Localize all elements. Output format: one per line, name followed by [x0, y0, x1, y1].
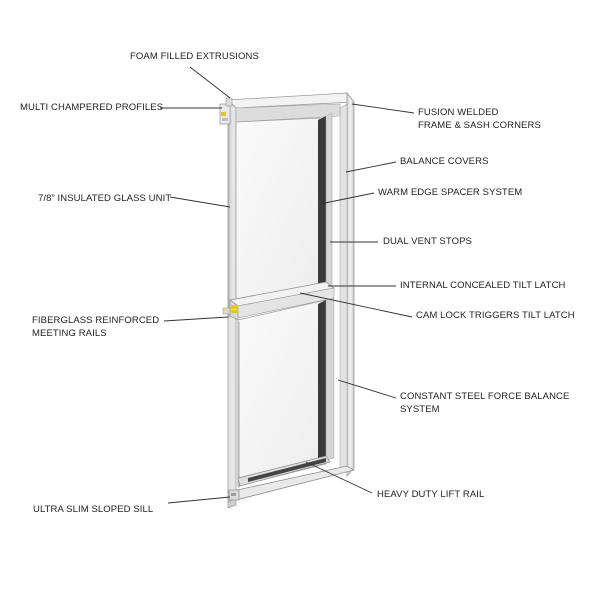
label-constant-force-line1: CONSTANT STEEL FORCE BALANCE: [400, 391, 570, 402]
sill-profile-detail: [228, 489, 240, 501]
label-constant-force-balance: CONSTANT STEEL FORCE BALANCE SYSTEM: [400, 390, 569, 416]
leader-fiberglass: [163, 316, 229, 322]
leader-sill: [167, 496, 231, 504]
lower-sash: [237, 297, 335, 488]
label-fiberglass-meeting-rails: FIBERGLASS REINFORCED MEETING RAILS: [32, 314, 159, 340]
leader-cam-lock: [299, 292, 413, 318]
leader-constant-force: [337, 379, 397, 399]
leader-balance-covers: [345, 161, 397, 173]
label-ultra-slim-sloped-sill: ULTRA SLIM SLOPED SILL: [33, 504, 154, 515]
label-warm-edge-spacer: WARM EDGE SPACER SYSTEM: [378, 187, 523, 198]
label-fiberglass-line2: MEETING RAILS: [32, 328, 107, 339]
label-insulated-glass-unit: 7/8” INSULATED GLASS UNIT: [38, 193, 172, 204]
leader-warm-edge: [319, 192, 375, 205]
label-dual-vent-stops: DUAL VENT STOPS: [383, 236, 472, 247]
label-foam-filled-extrusions: FOAM FILLED EXTRUSIONS: [130, 51, 259, 62]
label-fusion-welded-line2: FRAME & SASH CORNERS: [418, 120, 541, 131]
label-constant-force-line2: SYSTEM: [400, 404, 440, 415]
label-fiberglass-line1: FIBERGLASS REINFORCED: [32, 315, 160, 326]
label-cam-lock-triggers: CAM LOCK TRIGGERS TILT LATCH: [416, 310, 575, 321]
label-fusion-welded-line1: FUSION WELDED: [418, 107, 499, 118]
corner-profile-detail: [219, 97, 233, 125]
leader-fusion: [351, 103, 415, 114]
leader-igu: [169, 196, 231, 208]
upper-sash: [228, 110, 333, 318]
leader-lift-rail: [305, 461, 373, 494]
label-balance-covers: BALANCE COVERS: [400, 156, 489, 167]
label-fusion-welded: FUSION WELDED FRAME & SASH CORNERS: [418, 106, 541, 132]
window-frame: [227, 91, 356, 509]
label-heavy-duty-lift-rail: HEAVY DUTY LIFT RAIL: [377, 489, 485, 500]
leader-foam: [189, 66, 231, 99]
label-internal-concealed-tilt-latch: INTERNAL CONCEALED TILT LATCH: [400, 280, 566, 291]
leader-lines: [160, 66, 415, 504]
label-multi-champered-profiles: MULTI CHAMPERED PROFILES: [20, 102, 164, 113]
